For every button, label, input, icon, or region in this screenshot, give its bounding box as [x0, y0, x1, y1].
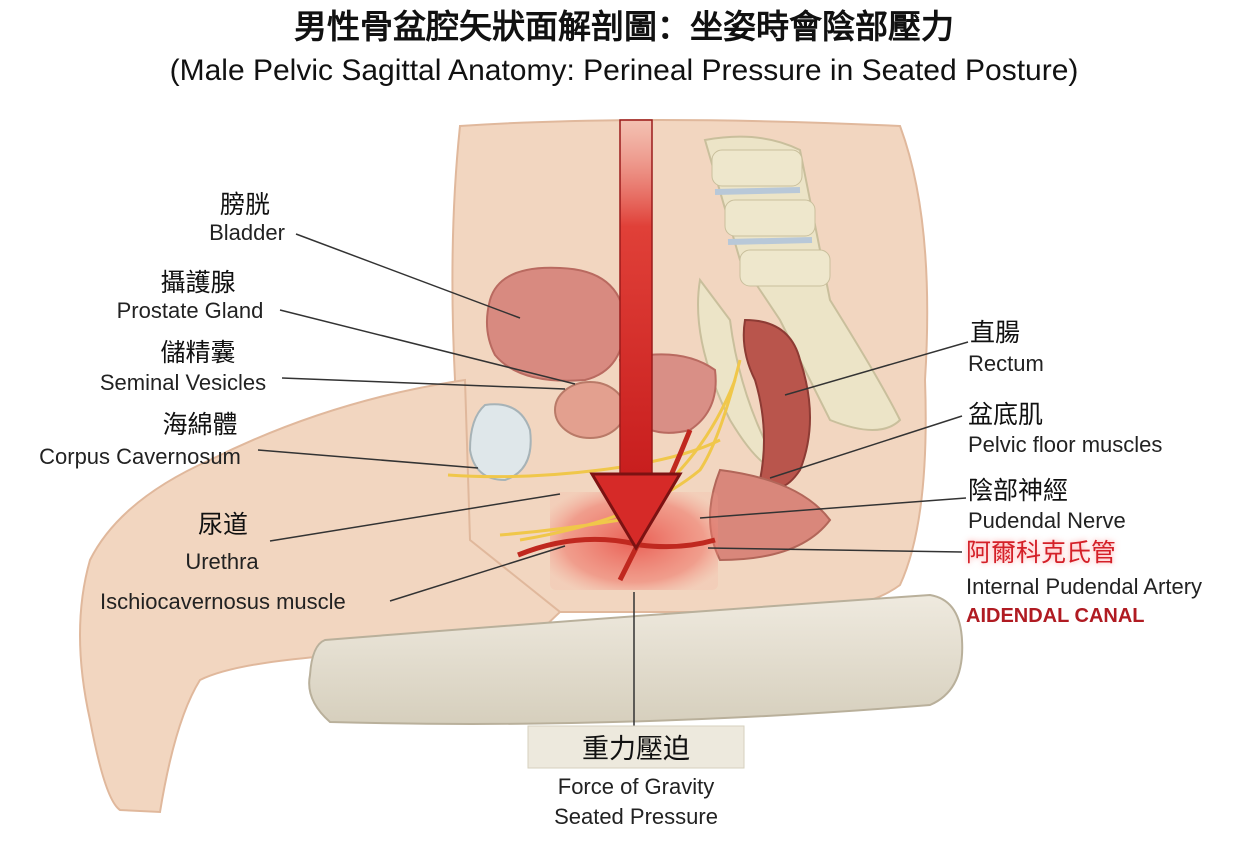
canal-label: AIDENDAL CANAL: [966, 605, 1145, 627]
spine-sacrum: [697, 135, 902, 472]
bladder-label-zh: 膀胱: [219, 190, 270, 219]
ischiocavernosus-label: Ischiocavernosus muscle: [100, 589, 346, 614]
rectum-label-en: Rectum: [968, 351, 1044, 376]
pelvic-floor-label-zh: 盆底肌: [968, 400, 1044, 429]
corpus-label-zh: 海綿體: [162, 410, 238, 439]
pelvic-floor-label-en: Pelvic floor muscles: [968, 432, 1163, 457]
gravity-label-box: [527, 725, 745, 769]
prostate-label-en: Prostate Gland: [116, 298, 264, 323]
title-chinese: 男性骨盆腔矢狀面解剖圖：坐姿時會陰部壓力: [294, 7, 954, 46]
pudendal-nerve-label-en: Pudendal Nerve: [968, 508, 1126, 533]
urethra-label-en: Urethra: [185, 549, 259, 574]
seminal-label-zh: 儲精囊: [160, 338, 236, 367]
urethra-label-zh: 尿道: [197, 510, 248, 539]
seminal-label-en: Seminal Vesicles: [99, 370, 267, 395]
rectum-label-zh: 直腸: [970, 318, 1021, 347]
gravity-arrow: [589, 119, 683, 551]
pubic-bone: [468, 403, 532, 482]
leader-lines: [257, 233, 969, 728]
gravity-label-zh: 重力壓迫: [582, 734, 690, 765]
thigh-leg: [79, 378, 562, 814]
bladder-label-en: Bladder: [209, 220, 285, 245]
alcock-canal-label-zh: 阿爾科克氏管: [966, 538, 1117, 567]
prostate-shape: [554, 381, 626, 439]
prostate-label-zh: 攝護腺: [160, 268, 236, 297]
seat-cushion: [308, 593, 964, 725]
bladder-shape: [485, 266, 627, 382]
gravity-label-en2: Seated Pressure: [554, 804, 718, 829]
pudendal-nerve-label-zh: 陰部神經: [968, 476, 1069, 505]
gravity-label-en: Force of Gravity: [557, 774, 715, 799]
internal-pudendal-artery-label: Internal Pudendal Artery: [966, 574, 1203, 599]
title-english: (Male Pelvic Sagittal Anatomy: Perineal …: [169, 54, 1079, 87]
corpus-label-en: Corpus Cavernosum: [39, 444, 241, 469]
